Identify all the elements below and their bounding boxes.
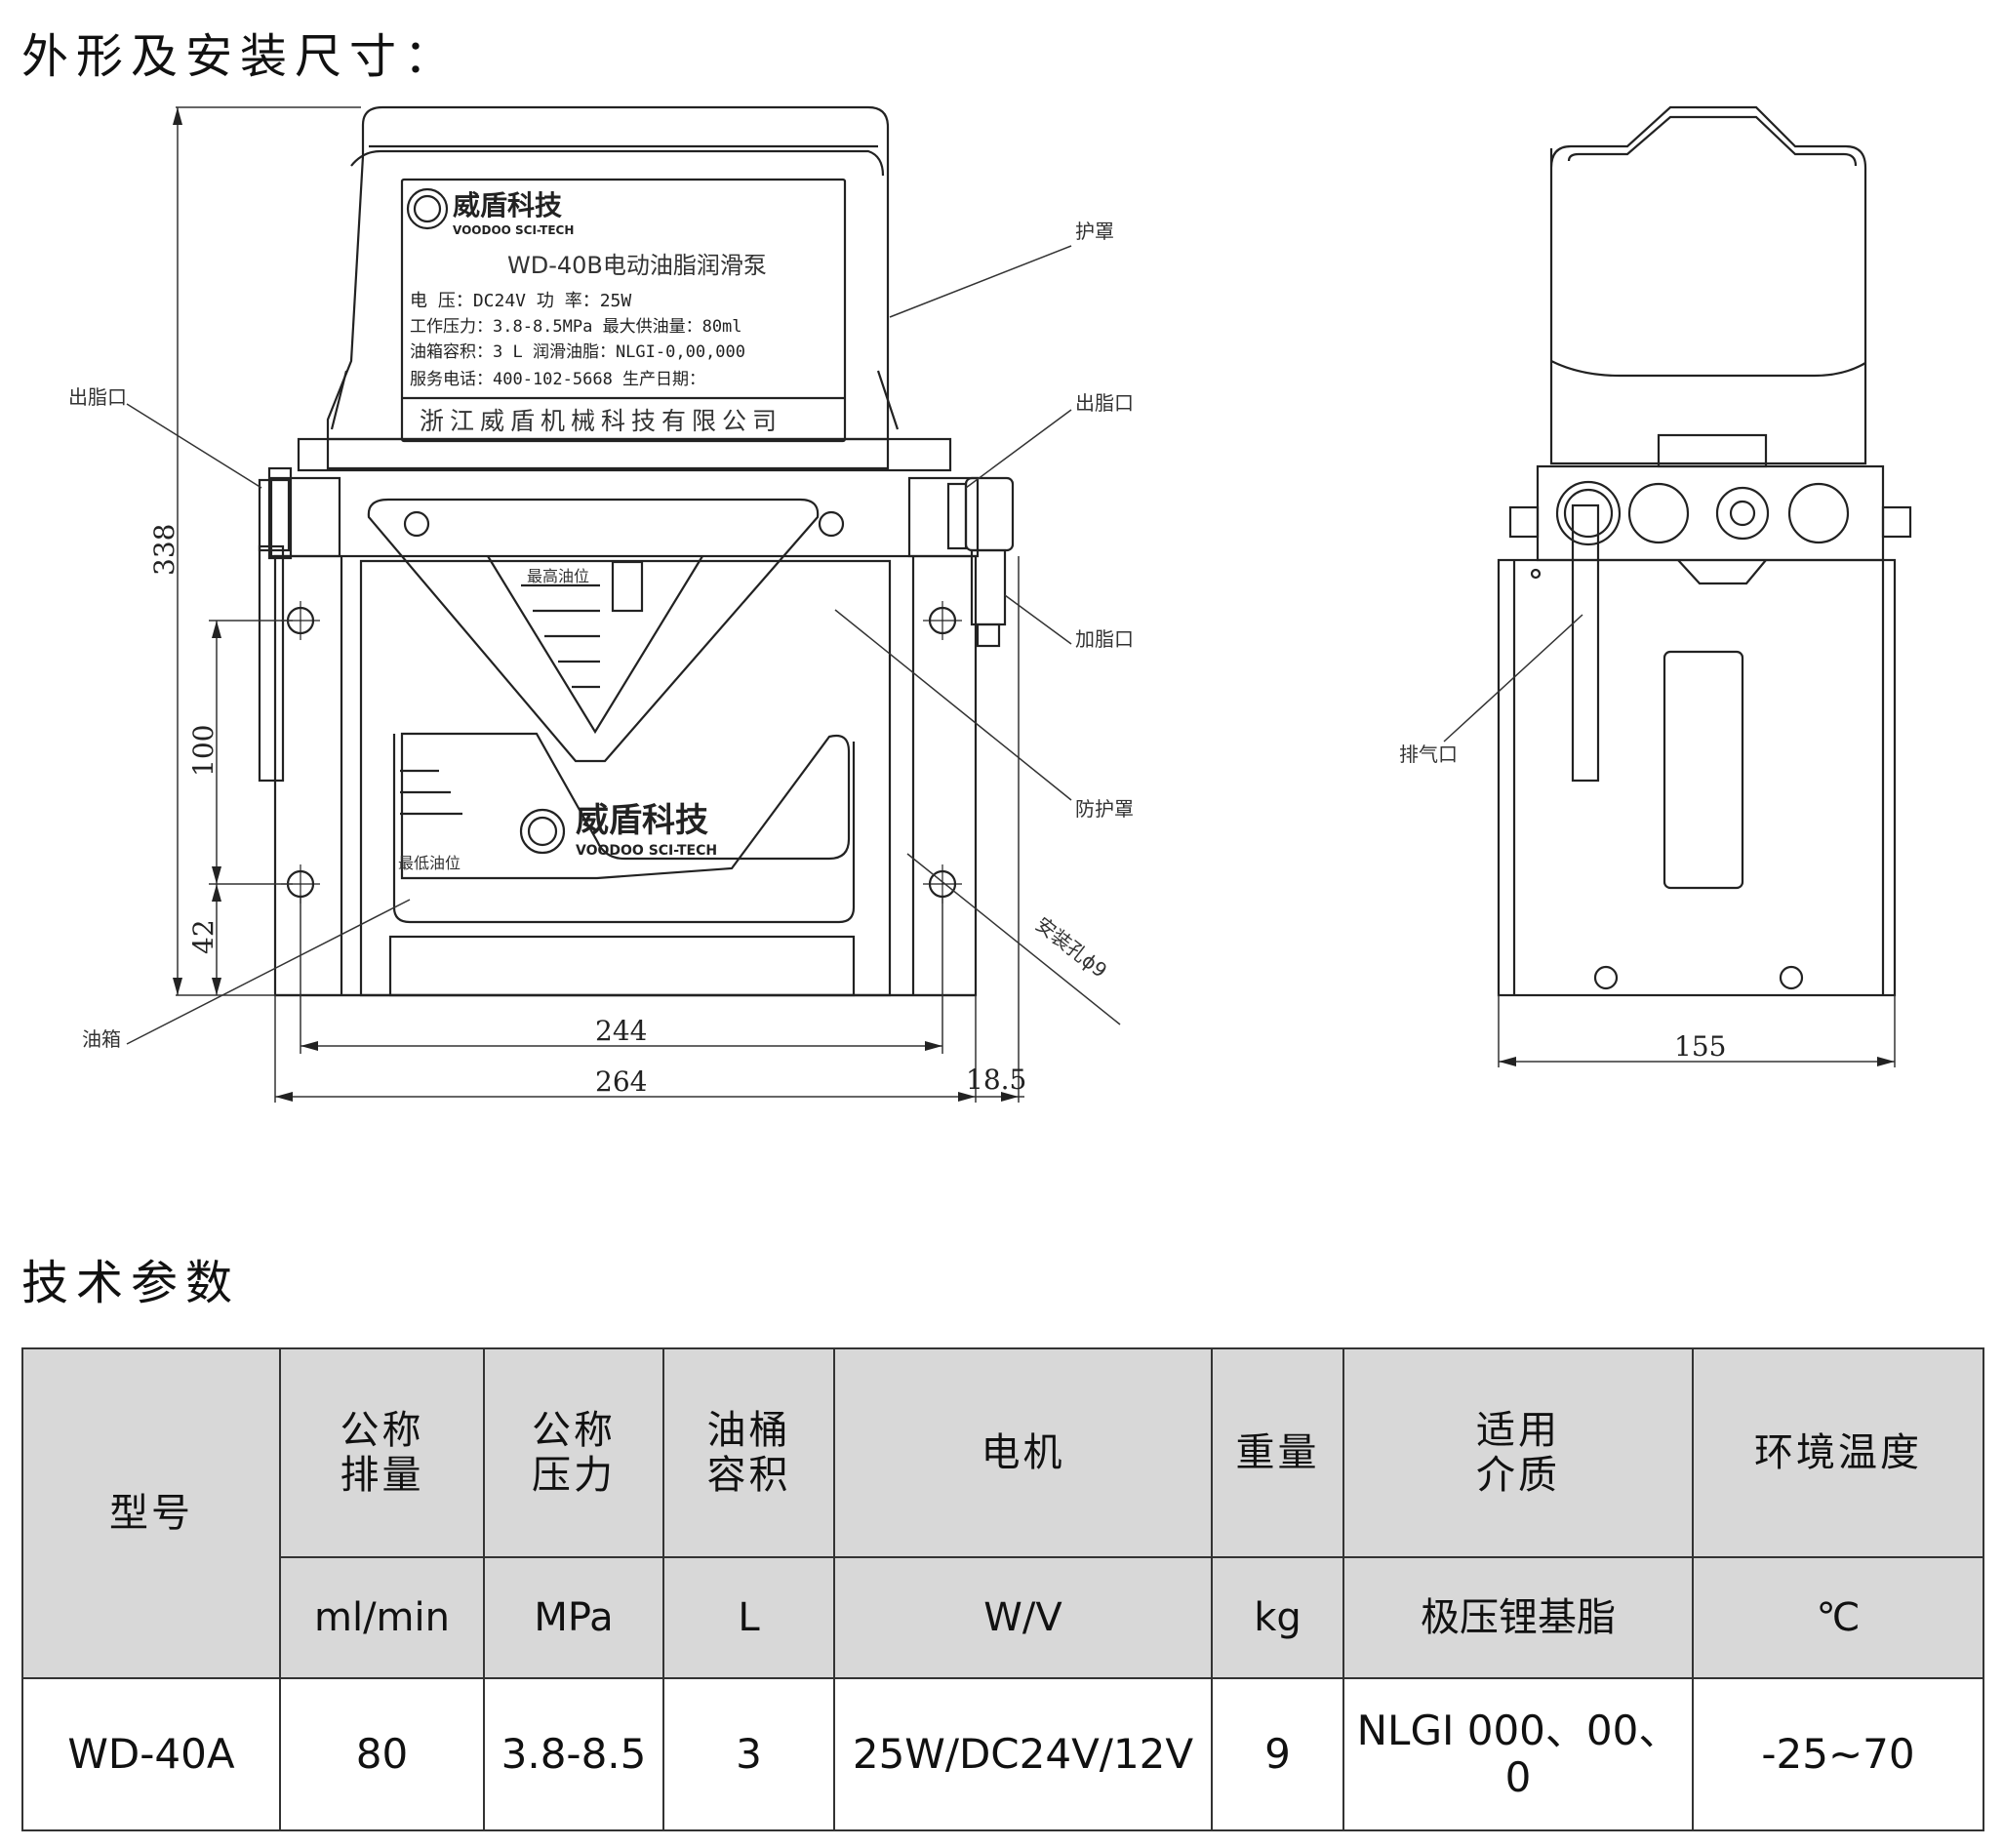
spec-table: 型号 公称排量 公称压力 油桶容积 电机 重量 适用介质 环境温度 ml/min… [21, 1347, 1984, 1831]
lower-brand-plate [400, 732, 851, 880]
outlet-left-fitting [258, 478, 291, 552]
label-vent: 排气口 [1399, 743, 1458, 766]
unit-pressure: MPa [483, 1556, 664, 1679]
dim-hole-spacing-v: 100 [187, 725, 220, 777]
unit-temp: ℃ [1692, 1556, 1984, 1679]
base-plate [273, 554, 978, 997]
min-level-label: 最低油位 [398, 854, 461, 872]
cell-weight: 9 [1211, 1677, 1344, 1831]
nameplate-company: 浙江威盾机械科技有限公司 [420, 407, 782, 435]
cell-motor: 25W/DC24V/12V [833, 1677, 1213, 1831]
cell-medium: NLGI 000、00、0 [1342, 1677, 1694, 1831]
screw-icon [403, 510, 430, 538]
header-motor: 电机 [833, 1347, 1213, 1558]
side-tank [1497, 558, 1897, 997]
nameplate-brand-cn: 威盾科技 [453, 189, 562, 221]
nameplate-line-1: 电 压：DC24V 功 率：25W [410, 291, 631, 311]
tank-brand-en: VOODOO SCI-TECH [576, 843, 717, 859]
nameplate-brand-en: VOODOO SCI-TECH [453, 223, 574, 237]
fitting-icon [1555, 480, 1622, 546]
header-volume: 油桶容积 [662, 1347, 835, 1558]
level-gauge [611, 560, 644, 613]
cell-model: WD-40A [21, 1677, 281, 1831]
nameplate-line-4: 服务电话：400-102-5668 生产日期： [410, 370, 705, 389]
max-level-label: 最高油位 [527, 567, 589, 585]
valve-block [1536, 464, 1885, 562]
label-cover: 护罩 [1075, 220, 1114, 243]
dim-height: 338 [148, 524, 180, 576]
dim-bottom-offset: 42 [187, 919, 220, 954]
outlet-right-fitting [946, 482, 968, 550]
screw-icon [818, 510, 845, 538]
cell-temp: -25~70 [1692, 1677, 1984, 1831]
dim-width: 264 [595, 1065, 647, 1098]
dim-side-width: 155 [1674, 1030, 1726, 1063]
screw-icon [1593, 965, 1619, 990]
header-pressure: 公称压力 [483, 1347, 664, 1558]
specs-section-title: 技术参数 [21, 1256, 241, 1310]
nameplate-line-3: 油箱容积：3 L 润滑油脂：NLGI-0,00,000 [410, 342, 745, 362]
nameplate-model-title: WD-40B电动油脂润滑泵 [507, 252, 767, 279]
label-guard: 防护罩 [1075, 797, 1134, 821]
tank-brand-cn: 威盾科技 [576, 801, 708, 840]
label-outlet-left: 出脂口 [68, 385, 127, 409]
dim-fitting: 18.5 [966, 1064, 1026, 1096]
dim-hole-spacing-h: 244 [595, 1015, 647, 1047]
unit-displacement: ml/min [279, 1556, 485, 1679]
cell-pressure: 3.8-8.5 [483, 1677, 664, 1831]
guard-outline [367, 498, 820, 763]
unit-medium: 极压锂基脂 [1342, 1556, 1694, 1679]
header-temp: 环境温度 [1692, 1347, 1984, 1558]
header-weight: 重量 [1211, 1347, 1344, 1558]
header-model: 型号 [21, 1347, 281, 1679]
level-window [1662, 650, 1744, 890]
dimensions-section-title: 外形及安装尺寸： [21, 29, 460, 84]
cell-displacement: 80 [279, 1677, 485, 1831]
fitting-icon [1627, 482, 1690, 544]
nameplate-line-2: 工作压力：3.8-8.5MPa 最大供油量：80ml [410, 317, 742, 337]
fitting-icon [1715, 486, 1770, 541]
label-outlet-right: 出脂口 [1075, 391, 1134, 415]
nameplate-logo-icon [406, 187, 449, 230]
technical-drawing: 威盾科技 VOODOO SCI-TECH WD-40B电动油脂润滑泵 电 压：D… [68, 105, 1912, 1103]
side-cover-outline [1549, 105, 1867, 465]
label-fill-port: 加脂口 [1075, 627, 1134, 651]
cell-volume: 3 [662, 1677, 835, 1831]
nameplate-plate [400, 178, 847, 443]
label-mount-hole: 安装孔ϕ9 [1031, 912, 1111, 983]
label-tank: 油箱 [82, 1027, 121, 1051]
fitting-icon [1787, 482, 1850, 544]
screw-icon [1779, 965, 1804, 990]
unit-weight: kg [1211, 1556, 1344, 1679]
unit-motor: W/V [833, 1556, 1213, 1679]
tank-logo-icon [519, 808, 566, 855]
header-medium: 适用介质 [1342, 1347, 1694, 1558]
header-displacement: 公称排量 [279, 1347, 485, 1558]
unit-volume: L [662, 1556, 835, 1679]
vent-pipe [1571, 503, 1600, 783]
